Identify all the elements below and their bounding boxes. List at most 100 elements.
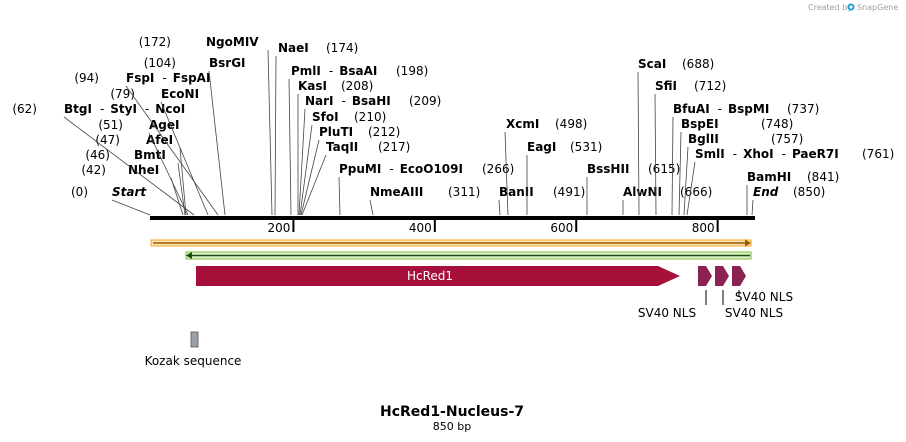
site-name: BanII: [499, 185, 534, 199]
restriction-site[interactable]: AlwNI(666): [623, 185, 712, 199]
restriction-site[interactable]: BfuAI-BspMI(737): [673, 102, 819, 116]
site-name: SfiI: [655, 79, 677, 93]
green-feature-bar[interactable]: [185, 251, 752, 260]
kozak-feature[interactable]: [190, 331, 199, 348]
restriction-site[interactable]: BamHI (841): [747, 170, 839, 184]
restriction-site[interactable]: NarI-BsaHI (209): [305, 94, 441, 108]
sv40-nls-feature-1[interactable]: [698, 266, 712, 305]
sequence-backbone: [150, 216, 755, 220]
restriction-site[interactable]: XcmI (498): [506, 117, 587, 131]
site-name: ScaI: [638, 57, 666, 71]
restriction-site[interactable]: BssHII(615): [587, 162, 680, 176]
site-leader-line: [208, 70, 226, 216]
site-position: (498): [555, 117, 587, 131]
site-position: (748): [761, 117, 793, 131]
site-position: (210): [354, 110, 386, 124]
site-enzyme-name: NgoMIV: [206, 35, 259, 49]
site-position: (841): [807, 170, 839, 184]
site-name: TaqII: [326, 140, 358, 154]
hcred1-feature[interactable]: HcRed1: [196, 266, 680, 286]
restriction-site[interactable]: BanII (491): [499, 185, 585, 199]
restriction-site[interactable]: BspEI(748): [681, 117, 793, 131]
site-enzyme-name: BssHII: [587, 162, 629, 176]
site-position: (0): [71, 185, 88, 199]
restriction-site[interactable]: End(850): [753, 185, 825, 199]
site-enzyme-name: KasI: [298, 79, 327, 93]
orange-feature-bar[interactable]: [150, 239, 752, 247]
site-name: NaeI: [278, 41, 309, 55]
site-position: (94): [74, 71, 99, 85]
site-name: PluTI: [319, 125, 353, 139]
restriction-site[interactable]: AfeI(47): [95, 133, 173, 147]
site-leader-line: [671, 116, 674, 216]
restriction-site[interactable]: TaqII(217): [326, 140, 410, 154]
sv40-nls-feature-3[interactable]: [732, 266, 746, 296]
site-leader-line: [267, 49, 273, 216]
site-separator: -: [329, 64, 333, 78]
restriction-site[interactable]: ScaI(688): [638, 57, 714, 71]
site-position: (311): [448, 185, 480, 199]
site-leader-line: [678, 131, 682, 216]
restriction-site[interactable]: NmeAIII(311): [370, 185, 480, 199]
map-length: 850 bp: [433, 420, 471, 433]
restriction-site[interactable]: EcoNI(79): [110, 87, 199, 101]
restriction-site[interactable]: NgoMIV(172): [139, 35, 260, 49]
site-enzyme-name: BfuAI: [673, 102, 710, 116]
restriction-site[interactable]: AgeI(51): [98, 118, 179, 132]
restriction-site[interactable]: SfoI(210): [312, 110, 386, 124]
restriction-site[interactable]: FspI-FspAI(94): [74, 71, 210, 85]
site-name: EcoNI: [161, 87, 199, 101]
site-enzyme-name: SfiI: [655, 79, 677, 93]
site-enzyme-name: BsaHI: [352, 94, 391, 108]
site-leader-line: [274, 55, 277, 216]
site-separator: -: [342, 94, 346, 108]
site-enzyme-name: EcoNI: [161, 87, 199, 101]
restriction-site[interactable]: PpuMI-EcoO109I(266): [339, 162, 514, 176]
site-enzyme-name: BglII: [688, 132, 719, 146]
site-enzyme-name: NarI: [305, 94, 334, 108]
site-name: AfeI: [146, 133, 173, 147]
site-leader-line: [654, 93, 657, 216]
restriction-site[interactable]: PluTI(212): [319, 125, 400, 139]
sv40-nls-feature-2[interactable]: [715, 266, 729, 305]
site-position: (209): [409, 94, 441, 108]
restriction-site[interactable]: BsrGI(104): [144, 56, 246, 70]
restriction-site[interactable]: SmlI-XhoI-PaeR7I(761): [695, 147, 894, 161]
restriction-site[interactable]: NaeI(174): [278, 41, 358, 55]
kozak-label: Kozak sequence: [145, 354, 242, 368]
restriction-site[interactable]: PmlI-BsaAI(198): [291, 64, 428, 78]
restriction-site[interactable]: BmtI(46): [85, 148, 166, 162]
site-position: (208): [341, 79, 373, 93]
site-leader-line: [125, 85, 219, 216]
restriction-site[interactable]: BtgI-StyI-NcoI(62): [12, 102, 185, 116]
site-enzyme-name: AfeI: [146, 133, 173, 147]
site-name: BmtI: [134, 148, 166, 162]
site-leader-line: [288, 78, 292, 216]
site-leader-line: [300, 139, 320, 216]
site-position: (712): [694, 79, 726, 93]
site-leader-line: [369, 199, 374, 216]
site-enzyme-name: BtgI: [64, 102, 92, 116]
restriction-site[interactable]: NheI(42): [81, 163, 159, 177]
site-separator: -: [718, 102, 722, 116]
site-position: (491): [553, 185, 585, 199]
ruler-tick-label: 800: [692, 221, 715, 235]
site-name: BamHI: [747, 170, 791, 184]
sv40-nls-label-1: SV40 NLS: [638, 306, 696, 320]
restriction-site[interactable]: KasI (208): [298, 79, 373, 93]
restriction-site[interactable]: SfiI (712): [655, 79, 726, 93]
restriction-site[interactable]: Start (0): [71, 185, 147, 199]
ruler-tick-label: 600: [550, 221, 573, 235]
restriction-site[interactable]: EagI(531): [527, 140, 602, 154]
site-leader-line: [683, 146, 689, 216]
site-separator: -: [733, 147, 737, 161]
restriction-site[interactable]: BglII(757): [688, 132, 803, 146]
site-separator: -: [389, 162, 393, 176]
site-name: XcmI: [506, 117, 539, 131]
sv40-nls-label-3: SV40 NLS: [735, 290, 793, 304]
site-position: (266): [482, 162, 514, 176]
site-name: Start: [112, 185, 147, 199]
site-enzyme-name: Start: [112, 185, 147, 199]
